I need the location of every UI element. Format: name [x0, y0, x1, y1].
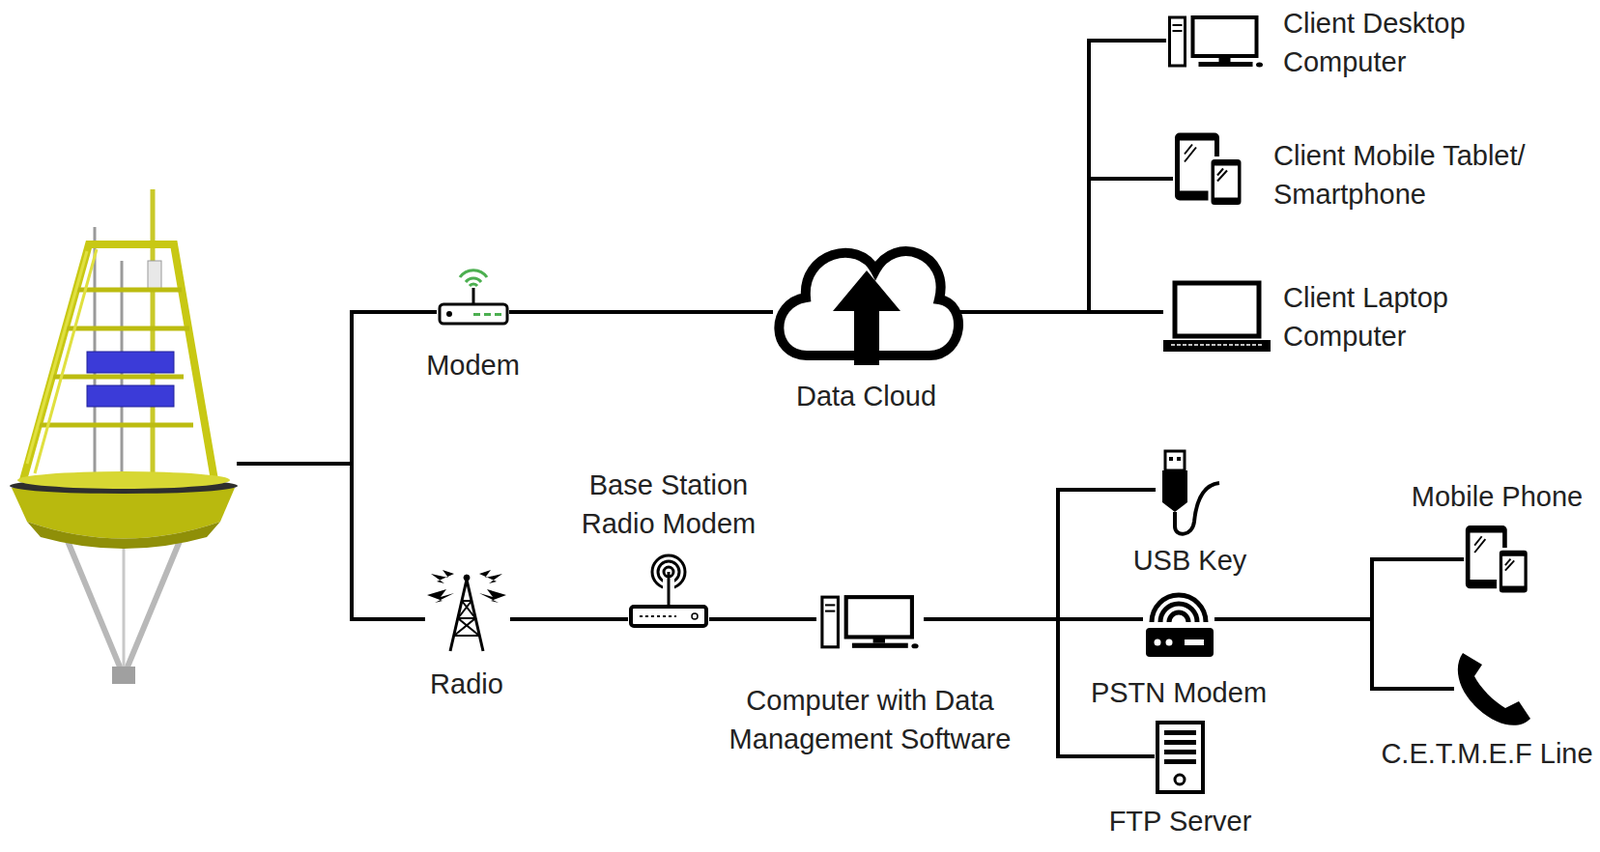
mobile-phone-icon	[1465, 525, 1529, 595]
laptop-icon	[1163, 283, 1271, 352]
node-label: Base Station Radio Modem	[562, 465, 775, 543]
icon-node: C.E.T.M.E.F Line	[1454, 647, 1531, 720]
connector-line	[510, 617, 629, 622]
node-label: FTP Server	[1108, 801, 1254, 841]
icon-node: Mobile Phone	[1463, 522, 1531, 598]
icon-node: Client Laptop Computer	[1163, 280, 1271, 355]
node-label: USB Key	[1132, 541, 1249, 580]
node-label: Client Laptop Computer	[1283, 278, 1515, 356]
icon-node: Radio	[423, 571, 511, 654]
node-label: Mobile Phone	[1410, 477, 1585, 516]
server-icon	[1157, 722, 1203, 793]
icon-node: Modem	[436, 280, 510, 327]
node-label: Computer with Data Management Software	[706, 681, 1035, 759]
connector-line	[709, 617, 817, 622]
connector-line	[1214, 559, 1464, 620]
icon-node: Client Desktop Computer	[1166, 13, 1266, 72]
buoy-illustration	[9, 189, 238, 685]
icon-node: Data Cloud	[772, 234, 960, 366]
node-label: Radio	[428, 664, 505, 704]
cloud-icon	[778, 251, 959, 366]
node-label: Client Mobile Tablet/ Smartphone	[1273, 136, 1593, 214]
telephone-icon	[1457, 653, 1531, 726]
tablet-icon	[1174, 133, 1243, 207]
icon-node: Base Station Radio Modem	[628, 555, 710, 635]
connector-line	[923, 489, 1156, 620]
icon-node: Client Mobile Tablet/ Smartphone	[1172, 130, 1245, 209]
connector-line	[509, 310, 773, 315]
node-label: C.E.T.M.E.F Line	[1379, 734, 1595, 773]
connector-line	[959, 178, 1173, 313]
modem-icon	[439, 270, 508, 324]
icon-node: USB Key	[1155, 449, 1225, 534]
connector-line	[959, 310, 1164, 315]
buoy-wire	[236, 310, 437, 622]
node-label: Data Cloud	[795, 376, 939, 416]
node-label: PSTN Modem	[1089, 673, 1269, 713]
radio-modem-icon	[630, 555, 707, 627]
icon-node: PSTN Modem	[1142, 597, 1215, 663]
usb-icon	[1162, 451, 1220, 535]
desktop-icon	[1170, 17, 1264, 68]
icon-node: Computer with Data Management Software	[816, 593, 924, 654]
computer-icon	[822, 597, 919, 649]
icon-node: FTP Server	[1154, 719, 1206, 795]
pstn-modem-icon	[1145, 595, 1214, 658]
connector-line	[959, 40, 1167, 313]
radio-tower-icon	[427, 570, 507, 652]
node-label: Modem	[425, 345, 521, 385]
node-label: Client Desktop Computer	[1283, 3, 1515, 82]
